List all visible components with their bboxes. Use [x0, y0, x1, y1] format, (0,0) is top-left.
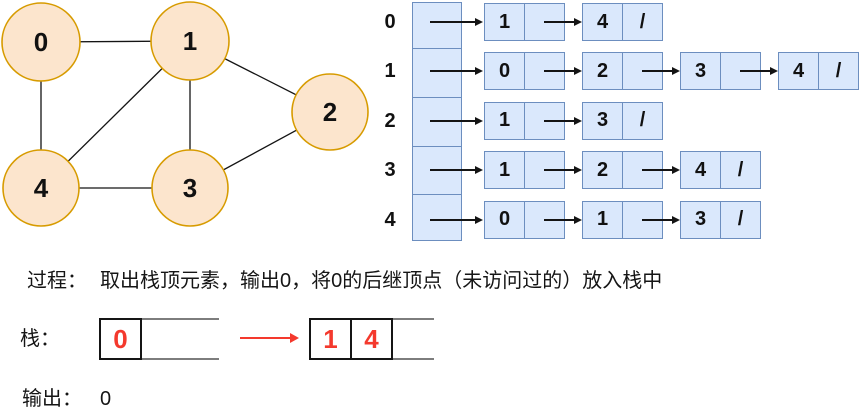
pointer-arrow: [740, 67, 778, 75]
stack-cell: 0: [99, 318, 142, 360]
graph-node: [151, 149, 229, 227]
graph-node: [150, 1, 230, 81]
node-value-cell: 1: [485, 4, 525, 40]
list-node-box: 4/: [778, 52, 859, 90]
node-value-cell: 0: [485, 53, 525, 89]
graph-node-label: 1: [183, 26, 197, 56]
pointer-arrow: [642, 166, 680, 174]
output-value: 0: [100, 388, 112, 410]
pointer-arrow: [544, 215, 582, 224]
node-pointer-cell: /: [737, 158, 744, 181]
pointer-arrow: [544, 18, 582, 26]
adj-index-label: 0: [384, 11, 396, 33]
node-pointer-cell: /: [639, 10, 646, 33]
output-label: 输出：: [22, 388, 82, 410]
pointer-arrow: [430, 18, 483, 26]
pointer-arrow: [430, 215, 483, 224]
pointer-arrow: [544, 67, 582, 75]
pointer-arrow: [544, 116, 582, 125]
process-label: 过程：: [27, 270, 87, 292]
node-value-cell: 2: [583, 53, 623, 89]
stack-label: 栈：: [20, 328, 60, 350]
list-node-box: 4/: [680, 151, 761, 189]
node-value-cell: 3: [583, 102, 623, 139]
stack-after: 1 4: [309, 318, 434, 360]
graph-node-label: 0: [34, 27, 48, 57]
stack-before: 0: [99, 318, 219, 360]
pointer-arrow: [430, 67, 483, 75]
stack-cell: 4: [350, 318, 393, 360]
node-pointer-cell: /: [835, 59, 842, 82]
graph-node-label: 4: [34, 173, 49, 203]
adj-index-label: 2: [384, 109, 396, 132]
head-cell-divider: [413, 194, 461, 195]
graph-node: [2, 149, 80, 227]
head-cell-divider: [413, 48, 461, 49]
adj-index-label: 3: [384, 159, 396, 181]
pointer-arrow: [544, 166, 582, 174]
adj-index-label: 4: [384, 208, 396, 231]
node-value-cell: 4: [779, 53, 819, 89]
pointer-arrow: [642, 215, 680, 224]
node-value-cell: 1: [485, 102, 525, 139]
stack-cell: 1: [309, 318, 352, 360]
head-cell-divider: [413, 97, 461, 98]
node-value-cell: 2: [583, 152, 623, 188]
graph-node-label: 2: [323, 97, 337, 127]
graph-diagram: 0 1 2 3 4: [1, 1, 369, 227]
process-text: 取出栈顶元素，输出0，将0的后继顶点（未访问过的）放入栈中: [100, 270, 663, 292]
node-value-cell: 4: [681, 152, 721, 188]
adj-index-label: 1: [384, 60, 396, 82]
node-value-cell: 0: [485, 201, 525, 238]
node-value-cell: 1: [583, 201, 623, 238]
graph-node: [291, 73, 369, 151]
head-cell-divider: [413, 146, 461, 147]
node-value-cell: 4: [583, 4, 623, 40]
list-node-box: 3/: [582, 101, 663, 140]
node-pointer-cell: /: [639, 109, 646, 131]
graph-node: [1, 2, 81, 82]
pointer-arrow: [430, 166, 483, 174]
head-pointer-column: [412, 2, 462, 241]
node-value-cell: 3: [681, 53, 721, 89]
list-node-box: 4/: [582, 3, 663, 41]
list-node-box: 3/: [680, 200, 761, 239]
pointer-arrow: [642, 67, 680, 75]
pointer-arrow: [430, 116, 483, 125]
node-value-cell: 3: [681, 201, 721, 238]
stack-transition-arrow: [240, 333, 299, 343]
graph-node-label: 3: [183, 173, 197, 203]
node-value-cell: 1: [485, 152, 525, 188]
node-pointer-cell: /: [737, 208, 744, 230]
